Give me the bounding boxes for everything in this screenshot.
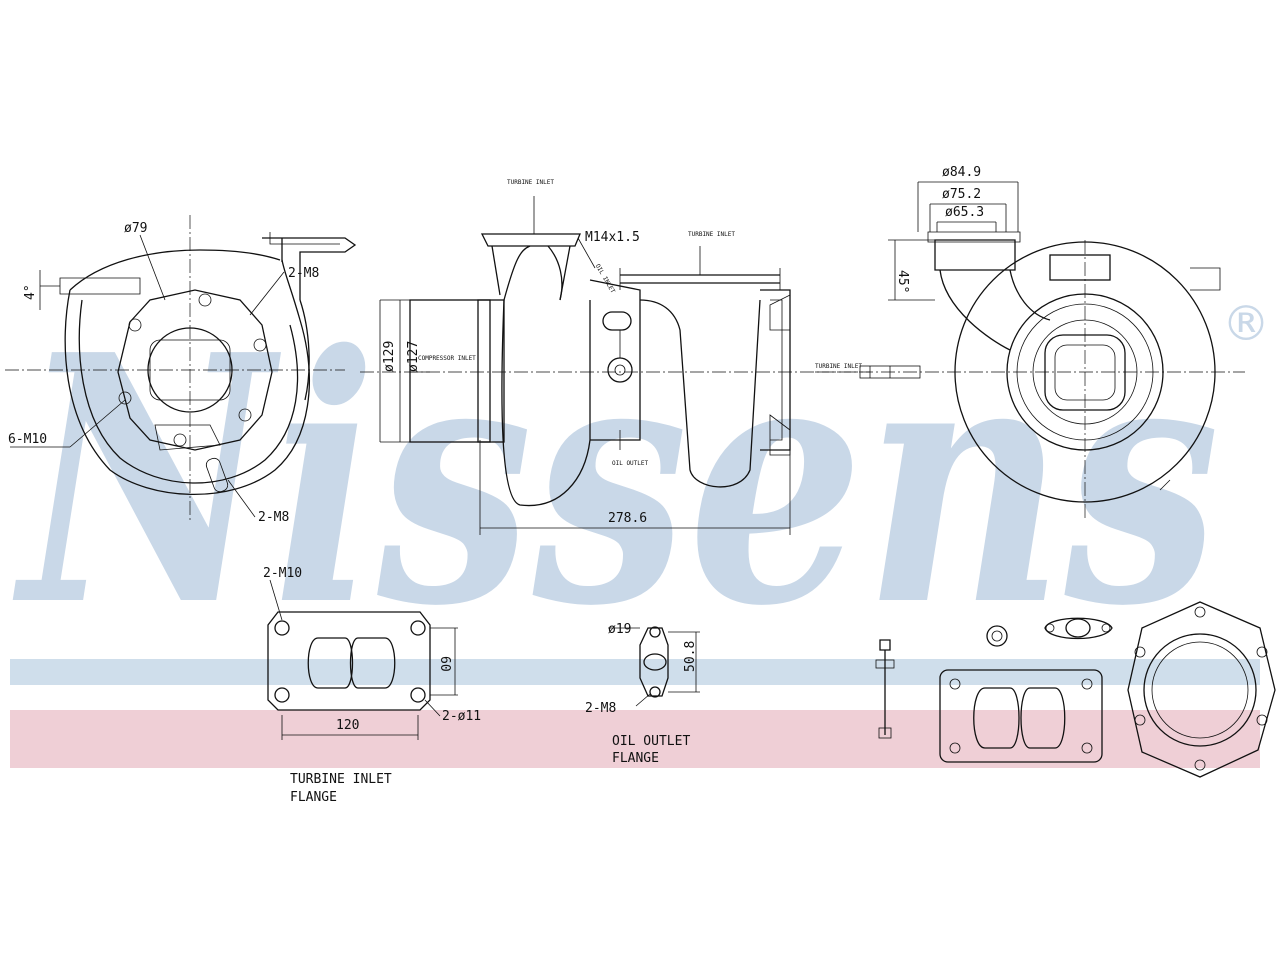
dim-bore: ø79 xyxy=(124,221,147,236)
tiny-label-right-top: TURBINE INLET xyxy=(688,231,735,238)
thread-label: M14x1.5 xyxy=(585,230,640,245)
dim-angle-right: 45° xyxy=(895,270,910,293)
turbine-inlet-flange xyxy=(267,579,458,740)
tiny-label-top: TURBINE INLET xyxy=(507,179,554,186)
flange-bolts-label: 2-M10 xyxy=(263,566,302,581)
compressor-end-view xyxy=(815,181,1245,520)
oil-outlet-flange xyxy=(608,626,700,707)
dia-outer-label: ø129 xyxy=(382,341,397,372)
oil-flange-caption-1: OIL OUTLET xyxy=(612,734,690,749)
flange-height-label: 60 xyxy=(437,656,452,672)
dia-2-label: ø75.2 xyxy=(942,187,981,202)
length-label: 278.6 xyxy=(608,511,647,526)
tiny-label-right: TURBINE INLET xyxy=(815,363,862,370)
tiny-label-center: COMPRESSOR INLET xyxy=(418,355,476,362)
bolts-top-label: 2-M8 xyxy=(288,266,319,281)
tiny-label-oil-out: OIL OUTLET xyxy=(612,460,649,467)
side-view xyxy=(360,196,870,535)
oil-flange-caption-2: FLANGE xyxy=(612,751,659,766)
turbine-flange-caption-2: FLANGE xyxy=(290,790,337,805)
pink-band xyxy=(10,710,1260,768)
gasket-kit xyxy=(875,601,1276,778)
bolts-ring-label: 6-M10 xyxy=(8,432,47,447)
registered-mark: ® xyxy=(1222,296,1270,352)
oil-bolts-label: 2-M8 xyxy=(585,701,616,716)
dia-inner-label: ø127 xyxy=(406,341,421,372)
flange-holes-label: 2-ø11 xyxy=(442,709,481,724)
dia-3-label: ø65.3 xyxy=(945,205,984,220)
dim-angle-left: 4° xyxy=(23,284,38,300)
dia-1-label: ø84.9 xyxy=(942,165,981,180)
oil-height-label: 50.8 xyxy=(683,641,698,672)
oil-hole-label: ø19 xyxy=(608,622,631,637)
flange-width-label: 120 xyxy=(336,718,359,733)
bolts-bottom-label: 2-M8 xyxy=(258,510,289,525)
blue-band xyxy=(10,659,1260,685)
turbine-end-view xyxy=(5,215,357,520)
turbine-flange-caption-1: TURBINE INLET xyxy=(290,772,392,787)
